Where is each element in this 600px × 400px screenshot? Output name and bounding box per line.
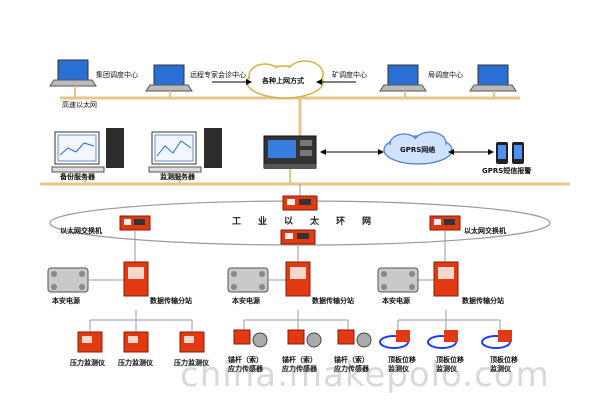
laptop-icon <box>469 64 517 92</box>
ethernet-switch-icon <box>119 215 151 231</box>
ring-char: 太 <box>310 217 320 227</box>
substation-label: 数据传输分站 <box>312 297 354 305</box>
gprs-cloud-icon <box>383 131 453 165</box>
power-label: 本安电源 <box>52 297 80 305</box>
pressure-monitor-icon <box>77 331 103 353</box>
anchor-label: 锚杆（索）应力传感器 <box>334 356 369 374</box>
anchor-sensor-icon <box>233 329 268 348</box>
roof-label: 顶板位移监测仪 <box>436 356 464 374</box>
backup-server-icon <box>51 128 124 173</box>
anchor-label: 锚杆（索）应力传感器 <box>282 356 317 374</box>
server-label: 备份服务器 <box>60 173 95 181</box>
pressure-monitor-icon <box>179 331 205 353</box>
anchor-sensor-icon <box>287 329 322 348</box>
pressure-monitor-icon <box>123 331 149 353</box>
power-supply-icon <box>227 267 269 293</box>
substation-label: 数据传输分站 <box>150 297 192 305</box>
power-label: 本安电源 <box>382 297 410 305</box>
ring-char: 工 <box>232 217 242 227</box>
roof-monitor-icon <box>481 330 512 349</box>
access-label: 各种上网方式 <box>262 77 304 85</box>
power-label: 本安电源 <box>232 297 260 305</box>
center-label: 远程专家会诊中心 <box>190 71 246 79</box>
power-supply-icon <box>47 267 89 293</box>
monitor-server-icon <box>148 128 222 173</box>
power-supply-icon <box>377 267 419 293</box>
roof-label: 顶板位移监测仪 <box>388 356 416 374</box>
anchor-label: 锚杆（索）应力传感器 <box>228 356 263 374</box>
substation-icon <box>285 261 311 297</box>
roof-label: 顶板位移监测仪 <box>490 356 518 374</box>
center-label: 集团调度中心 <box>96 71 138 79</box>
ring-char: 环 <box>336 217 346 227</box>
ring-char: 网 <box>362 217 372 227</box>
ring-char: 业 <box>258 217 268 227</box>
roof-monitor-icon <box>379 330 410 349</box>
gprs-alarm-label: GPRS短信报警 <box>482 167 532 175</box>
ethernet-label: 高速以太网 <box>62 101 97 109</box>
gprs-network-label: GPRS网络 <box>400 146 436 154</box>
anchor-sensor-icon <box>337 329 372 348</box>
laptop-icon <box>49 59 97 87</box>
ethernet-switch-icon <box>280 229 316 245</box>
switch-label: 以太网交换机 <box>464 227 506 235</box>
substation-label: 数据传输分站 <box>462 297 504 305</box>
center-label: 局调度中心 <box>428 71 463 79</box>
laptop-icon <box>379 64 427 92</box>
ethernet-switch-icon <box>282 195 318 211</box>
main-server-icon <box>263 135 317 169</box>
server-label: 监测服务器 <box>160 173 195 181</box>
substation-icon <box>123 261 149 297</box>
laptop-icon <box>145 64 193 92</box>
center-label: 矿调度中心 <box>332 71 367 79</box>
pressure-label: 压力监测仪 <box>118 359 153 367</box>
pressure-label: 压力监测仪 <box>174 359 209 367</box>
substation-icon <box>433 261 459 297</box>
phone-icon <box>496 142 524 164</box>
ring-char: 以 <box>284 217 294 227</box>
switch-label: 以太网交换机 <box>60 227 102 235</box>
pressure-label: 压力监测仪 <box>70 359 105 367</box>
ethernet-switch-icon <box>429 215 461 231</box>
watermark: china.makepolo.com <box>180 355 550 395</box>
roof-monitor-icon <box>427 330 458 349</box>
